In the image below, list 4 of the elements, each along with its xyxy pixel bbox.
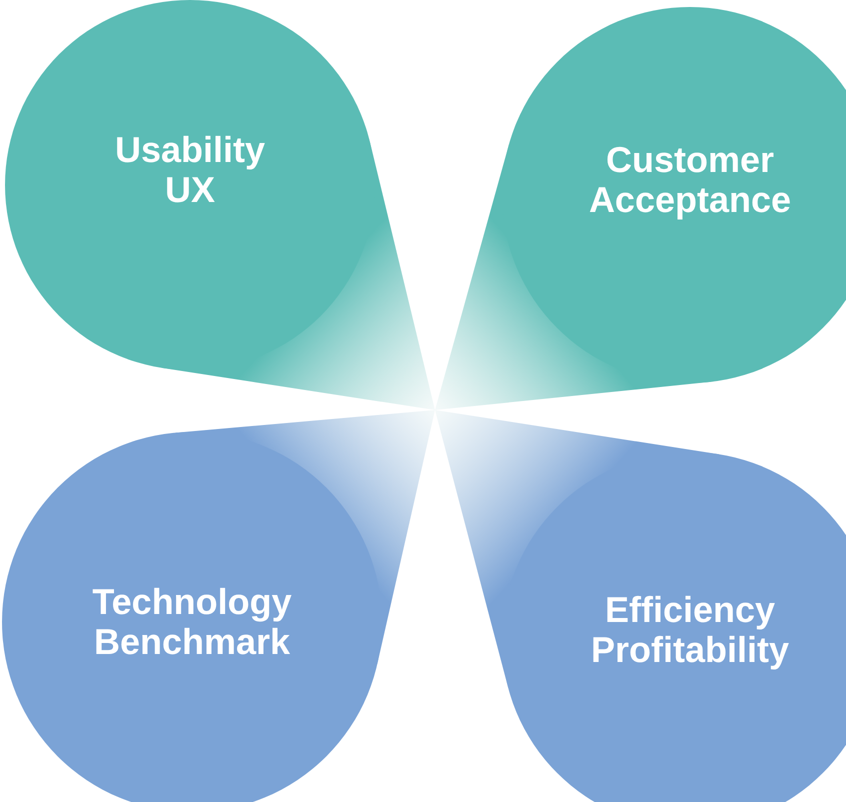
circle-label: Efficiency Profitability <box>590 590 790 670</box>
circle-label: Usability UX <box>114 130 266 210</box>
circle-label: Customer Acceptance <box>588 140 792 220</box>
circle-label: Technology Benchmark <box>91 582 293 662</box>
